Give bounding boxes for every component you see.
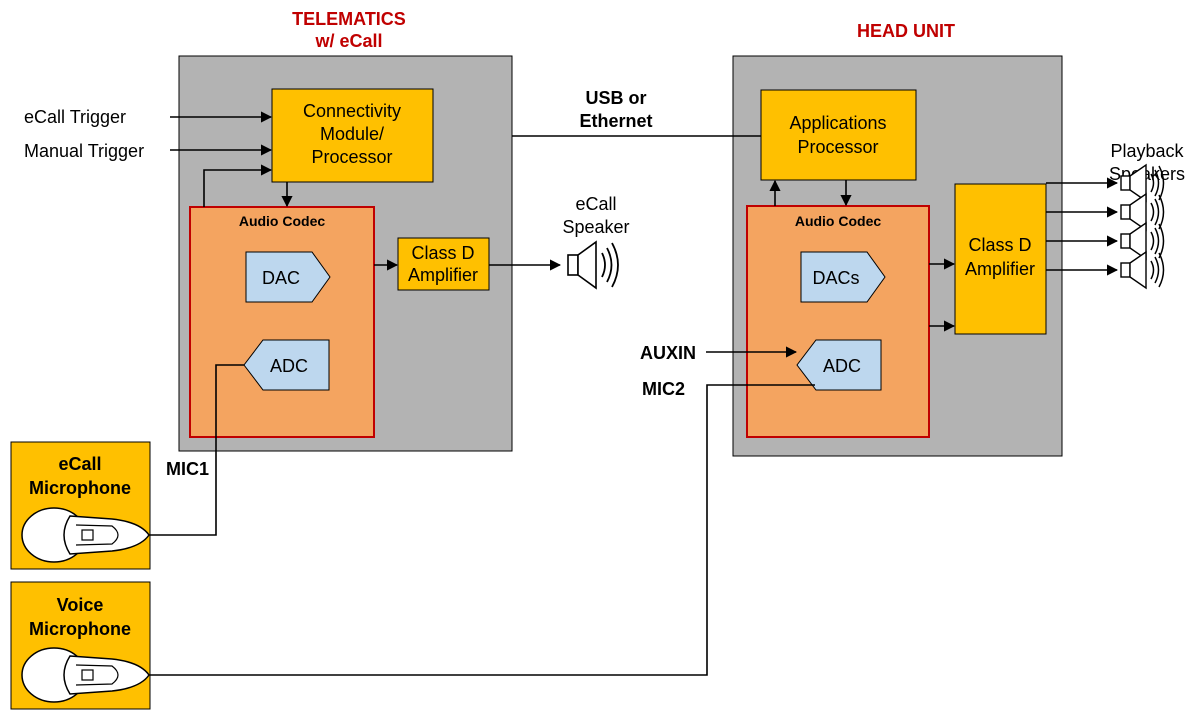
playback-speaker-icon-4 xyxy=(1120,250,1165,290)
voice-microphone-icon xyxy=(21,647,150,703)
voice-mic-label-2: Microphone xyxy=(29,619,131,639)
ecall-trigger-label: eCall Trigger xyxy=(24,107,126,127)
manual-trigger-label: Manual Trigger xyxy=(24,141,144,161)
telematics-adc: ADC xyxy=(243,339,330,391)
mic1-wire xyxy=(150,364,244,536)
playback-speaker-icon-2 xyxy=(1120,192,1165,232)
playback-speaker-icon-3 xyxy=(1120,221,1165,261)
telematics-dac-label: DAC xyxy=(262,268,300,288)
mic2-wire xyxy=(150,384,815,676)
mic1-label: MIC1 xyxy=(166,459,209,479)
telematics-codec-label: Audio Codec xyxy=(239,213,326,229)
telematics-amp-label-1: Class D xyxy=(411,243,474,263)
processor-label-2: Processor xyxy=(797,137,878,157)
mic2-label: MIC2 xyxy=(642,379,685,399)
codec-to-connectivity-wire xyxy=(203,164,273,207)
playback-speakers-label-1: Playback xyxy=(1110,141,1184,161)
applications-processor-block: Applications Processor xyxy=(760,89,917,181)
ecall-speaker-icon xyxy=(567,240,619,290)
auxin-label: AUXIN xyxy=(640,343,696,363)
telematics-subtitle: w/ eCall xyxy=(314,31,382,51)
voice-mic-label-1: Voice xyxy=(57,595,104,615)
telematics-title: TELEMATICS xyxy=(292,9,406,29)
processor-label-1: Applications xyxy=(789,113,886,133)
telematics-amplifier: Class D Amplifier xyxy=(397,237,490,291)
ecall-mic-label-1: eCall xyxy=(58,454,101,474)
head-unit-dacs: DACs xyxy=(800,251,886,303)
telematics-amp-label-2: Amplifier xyxy=(408,265,478,285)
ecall-mic-label-2: Microphone xyxy=(29,478,131,498)
head-unit-audio-codec: Audio Codec xyxy=(746,205,930,438)
connectivity-module-block: Connectivity Module/ Processor xyxy=(271,88,434,183)
head-unit-codec-label: Audio Codec xyxy=(795,213,882,229)
head-unit-amp-label-1: Class D xyxy=(968,235,1031,255)
connectivity-label-3: Processor xyxy=(311,147,392,167)
connectivity-label-2: Module/ xyxy=(320,124,384,144)
head-unit-dacs-label: DACs xyxy=(812,268,859,288)
ecall-microphone-block: eCall Microphone xyxy=(10,441,151,570)
link-label-1: USB or xyxy=(585,88,646,108)
head-unit-adc-label: ADC xyxy=(823,356,861,376)
connectivity-label-1: Connectivity xyxy=(303,101,401,121)
ecall-speaker-label-2: Speaker xyxy=(562,217,629,237)
head-unit-amplifier: Class D Amplifier xyxy=(954,183,1047,335)
head-unit-adc: ADC xyxy=(796,339,882,391)
head-unit-amp-label-2: Amplifier xyxy=(965,259,1035,279)
telematics-dac: DAC xyxy=(245,251,331,303)
telematics-adc-label: ADC xyxy=(270,356,308,376)
ecall-speaker-label-1: eCall xyxy=(575,194,616,214)
telematics-audio-codec: Audio Codec xyxy=(189,206,375,438)
ecall-microphone-icon xyxy=(21,507,150,563)
link-label-2: Ethernet xyxy=(579,111,652,131)
head-unit-title: HEAD UNIT xyxy=(857,21,955,41)
voice-microphone-block: Voice Microphone xyxy=(10,581,151,710)
